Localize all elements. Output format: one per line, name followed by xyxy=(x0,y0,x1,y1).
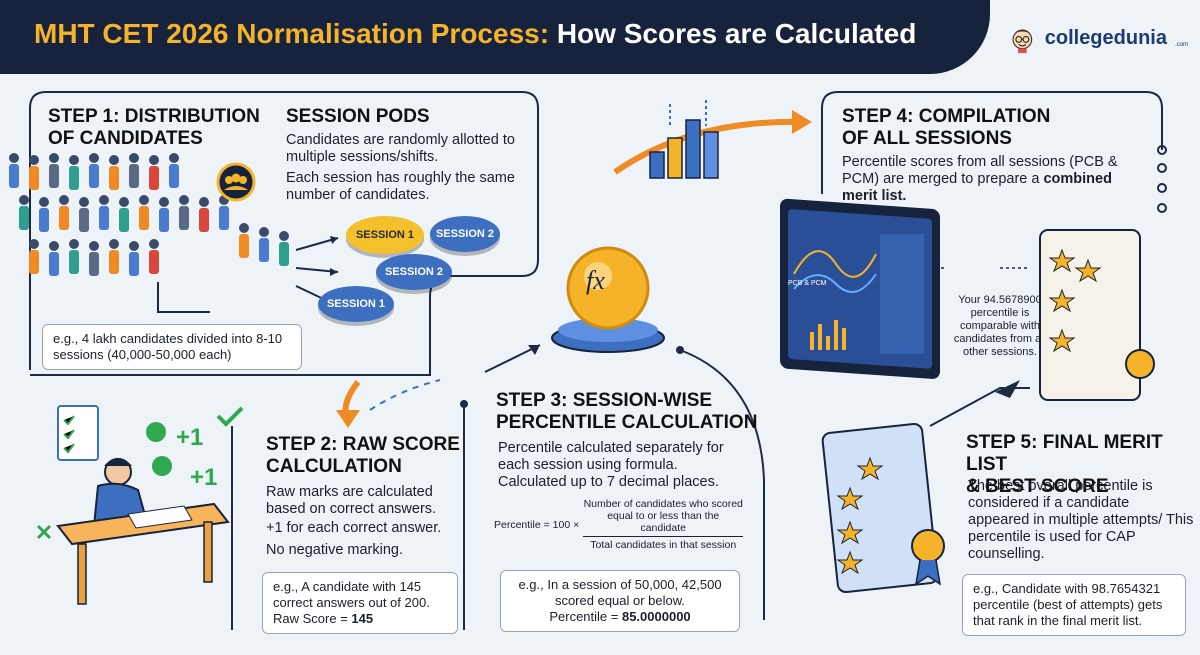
monitor-icon xyxy=(780,198,940,379)
step3-note-value: 85.0000000 xyxy=(621,609,691,624)
step2-text3: No negative marking. xyxy=(266,542,404,558)
merit-list-scroll-icon xyxy=(821,423,945,593)
step1-heading-line2: OF CANDIDATES xyxy=(48,128,203,149)
formula-lhs: Percentile = 100 × xyxy=(494,518,580,531)
step3-note-result: Percentile = 85.0000000 xyxy=(511,609,729,625)
step1-note: e.g., 4 lakh candidates divided into 8-1… xyxy=(42,324,302,370)
step4-heading: STEP 4: COMPILATION OF ALL SESSIONS xyxy=(842,106,1050,150)
session-pods-text2: Each session has roughly the same number… xyxy=(286,170,515,203)
formula-numerator: Number of candidates who scored equal to… xyxy=(583,498,744,537)
session-pod: SESSION 2 xyxy=(430,216,500,252)
session-pod: SESSION 1 xyxy=(318,286,394,322)
mascot-icon xyxy=(1012,29,1033,54)
crowd-illustration xyxy=(9,153,289,276)
step4-text: Percentile scores from all sessions (PCB… xyxy=(842,154,1142,205)
step4-heading-line2: OF ALL SESSIONS xyxy=(842,128,1012,149)
scroll-certificate-icon xyxy=(1039,229,1155,401)
step5-heading-line1: STEP 5: FINAL MERIT LIST xyxy=(966,432,1163,475)
session-pod: SESSION 2 xyxy=(376,254,452,290)
bar-chart-icon xyxy=(649,100,719,179)
step2-note: e.g., A candidate with 145 correct answe… xyxy=(262,572,458,634)
step5-heading-line2: & BEST SCORE xyxy=(966,476,1109,497)
step2-heading-line1: STEP 2: RAW SCORE xyxy=(266,434,460,455)
step3-heading-line1: STEP 3: SESSION-WISE xyxy=(496,390,713,411)
plus-one-2: +1 xyxy=(190,464,218,491)
page-title: MHT CET 2026 Normalisation Process: How … xyxy=(34,18,916,50)
step3-note-label: Percentile = xyxy=(549,609,622,624)
formula-denominator: Total candidates in that session xyxy=(590,539,737,551)
fx-symbol: fx xyxy=(586,266,605,295)
plus-one-1: +1 xyxy=(176,424,204,451)
percentile-formula: Percentile = 100 × Number of candidates … xyxy=(494,498,764,551)
session-pods-text1: Candidates are randomly allotted to mult… xyxy=(286,132,515,165)
step5-text: The best overall percentile is considere… xyxy=(968,478,1194,562)
step1-heading: STEP 1: DISTRIBUTION OF CANDIDATES xyxy=(48,106,260,150)
step5-note: e.g., Candidate with 98.7654321 percenti… xyxy=(962,574,1186,636)
header-band xyxy=(0,0,990,74)
brand-logo[interactable]: collegedunia .com xyxy=(1008,16,1188,60)
brand-suffix: .com xyxy=(1174,42,1188,48)
step5-heading: STEP 5: FINAL MERIT LIST & BEST SCORE xyxy=(966,432,1200,498)
step3-heading: STEP 3: SESSION-WISE PERCENTILE CALCULAT… xyxy=(496,390,757,434)
step2-heading: STEP 2: RAW SCORE CALCULATION xyxy=(266,434,460,478)
step4-text-body: Percentile scores from all sessions (PCB… xyxy=(842,154,1118,187)
step2-note-text: e.g., A candidate with 145 correct answe… xyxy=(273,579,430,610)
step2-note-value: 145 xyxy=(351,611,374,626)
step4-text-bold: combined merit list. xyxy=(842,171,1112,204)
step2-heading-line2: CALCULATION xyxy=(266,456,402,477)
step4-callout: Your 94.5678900 percentile is comparable… xyxy=(953,294,1047,358)
step3-note-text: e.g., In a session of 50,000, 42,500 sco… xyxy=(518,577,722,608)
step3-heading-line2: PERCENTILE CALCULATION xyxy=(496,412,758,433)
step3-text: Percentile calculated separately for eac… xyxy=(498,440,724,490)
step2-text2: +1 for each correct answer. xyxy=(266,520,442,536)
step4-heading-line1: STEP 4: COMPILATION xyxy=(842,106,1051,127)
brand-name: collegedunia xyxy=(1044,26,1167,49)
session-pod: SESSION 1 xyxy=(346,216,424,254)
step2-text1: Raw marks are calculated based on correc… xyxy=(266,484,437,517)
function-icon xyxy=(551,246,665,353)
step2-note-label: Raw Score = xyxy=(273,611,352,626)
monitor-screen-label: PCB & PCM xyxy=(788,280,827,287)
step1-heading-line1: STEP 1: DISTRIBUTION xyxy=(48,106,260,127)
title-part1: MHT CET 2026 Normalisation Process: xyxy=(34,18,550,49)
session-pods-heading: SESSION PODS xyxy=(286,106,430,127)
step2-note-result: Raw Score = 145 xyxy=(273,611,447,627)
student-desk-icon xyxy=(36,405,244,605)
title-part2: How Scores are Calculated xyxy=(556,18,917,49)
formula-fraction: Number of candidates who scored equal to… xyxy=(583,498,744,551)
step3-note: e.g., In a session of 50,000, 42,500 sco… xyxy=(500,570,740,632)
group-chat-icon xyxy=(216,162,256,202)
